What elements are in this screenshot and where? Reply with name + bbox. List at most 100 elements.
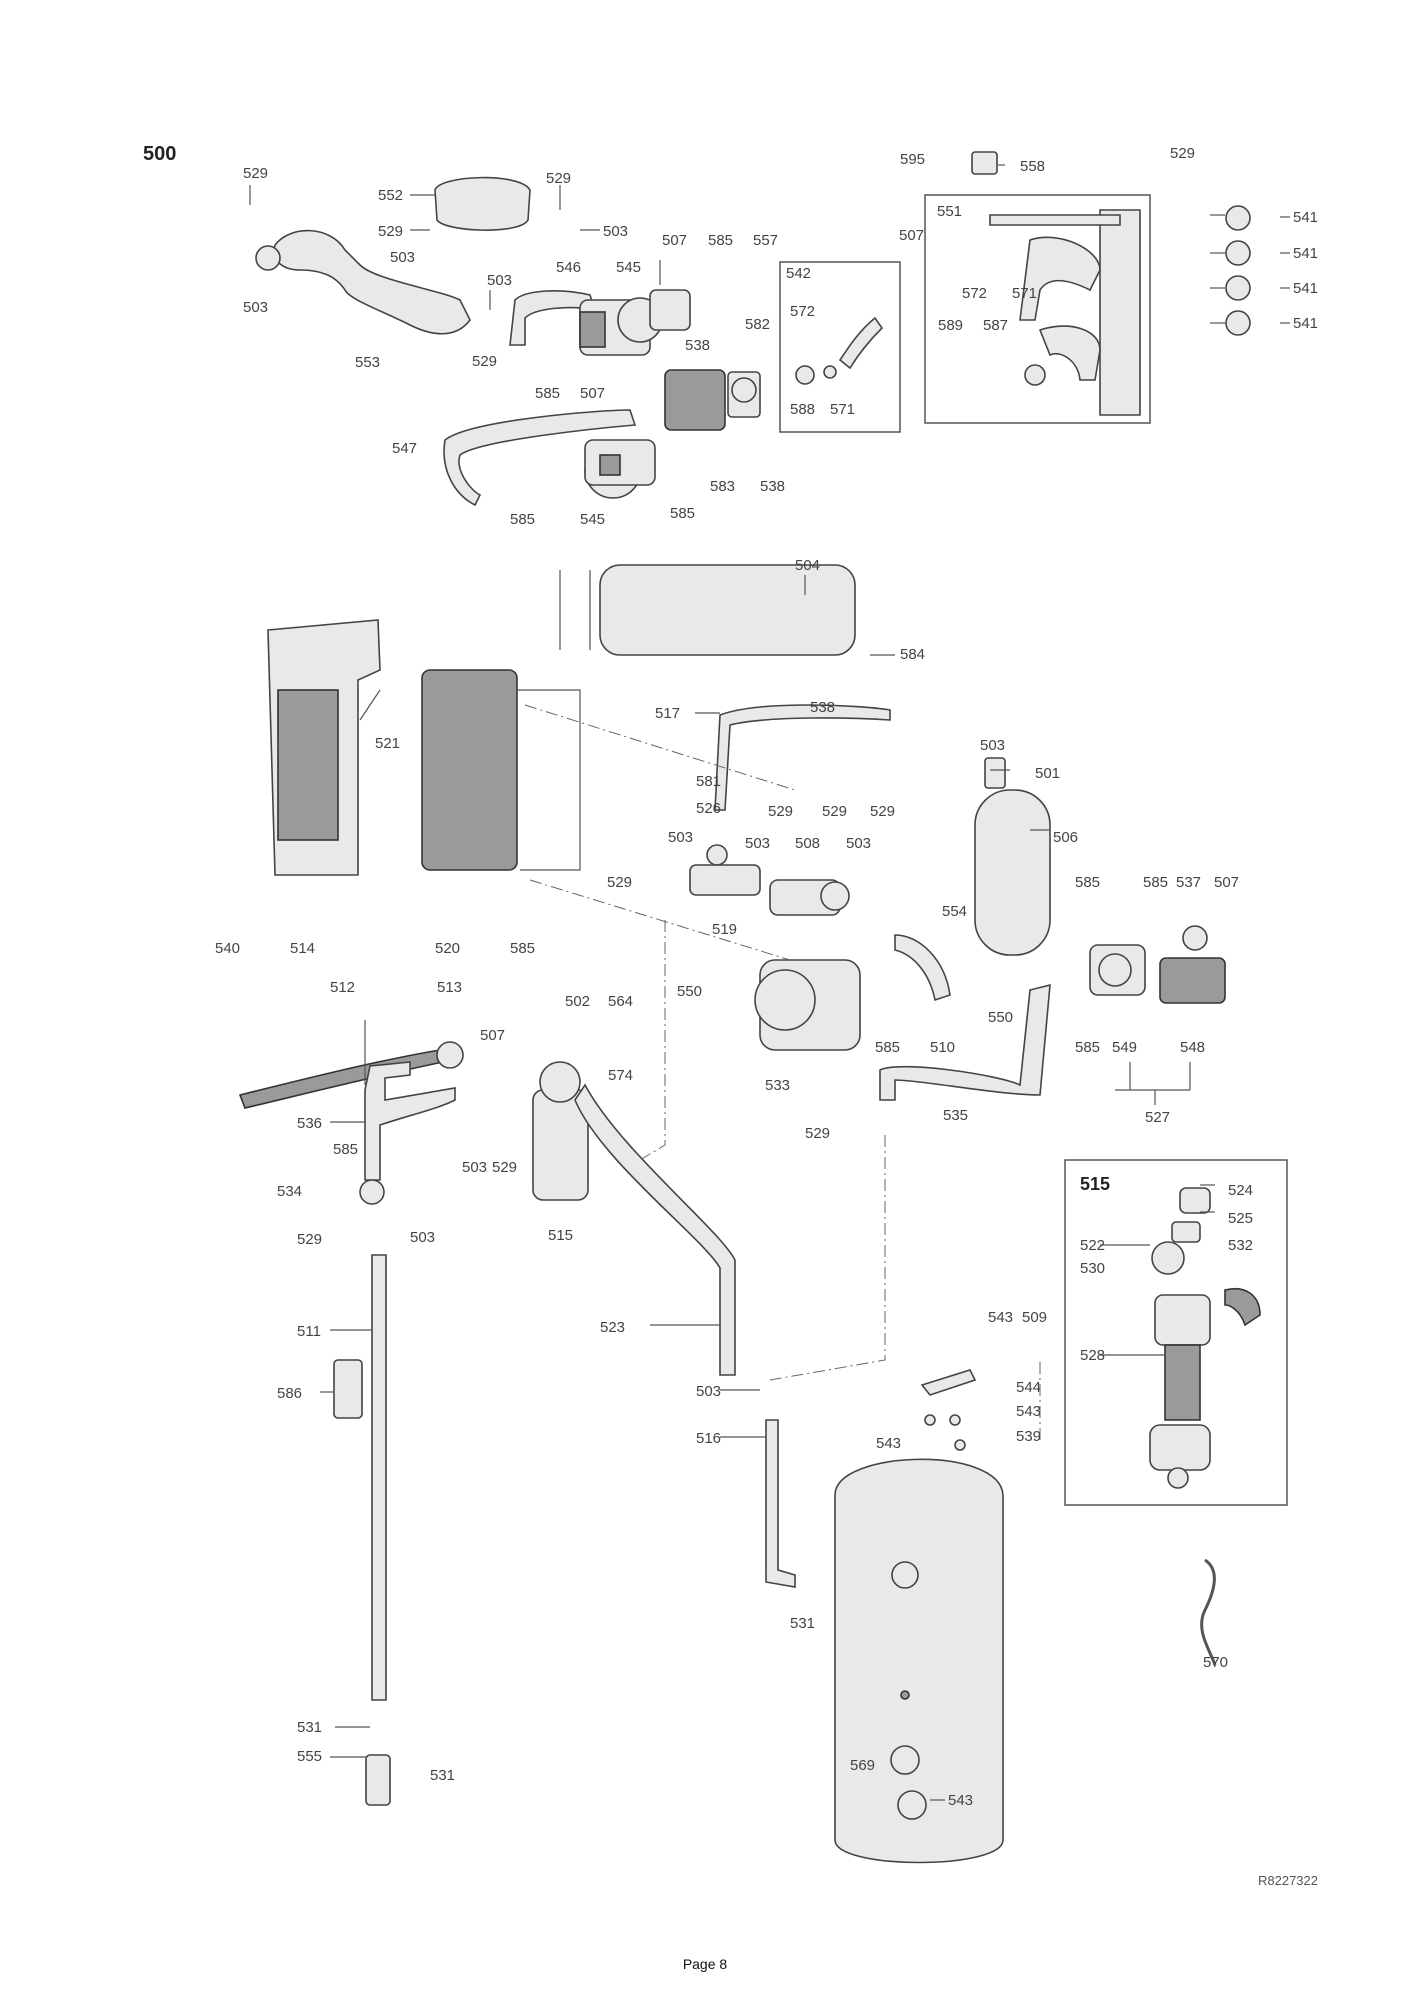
callout-515: 515 — [548, 1227, 573, 1244]
inset-box-551 — [924, 194, 1151, 424]
callout-514: 514 — [290, 940, 315, 957]
callout-513: 513 — [437, 979, 462, 996]
callout-527: 527 — [1145, 1109, 1170, 1126]
callout-543: 543 — [1016, 1403, 1041, 1420]
callout-labels: 529 552 529 529 503 503 503 553 503 529 … — [215, 145, 1318, 1809]
inset-box-515 — [1064, 1159, 1288, 1506]
callout-501: 501 — [1035, 765, 1060, 782]
callout-547: 547 — [392, 440, 417, 457]
callout-529: 529 — [297, 1231, 322, 1248]
callout-531: 531 — [790, 1615, 815, 1632]
callout-537: 537 — [1176, 874, 1201, 891]
callout-541: 541 — [1293, 315, 1318, 332]
callout-543: 543 — [948, 1792, 973, 1809]
callout-522: 522 — [1080, 1237, 1105, 1254]
callout-538: 538 — [760, 478, 785, 495]
callout-543: 543 — [988, 1309, 1013, 1326]
callout-533: 533 — [765, 1077, 790, 1094]
fitting-558 — [971, 151, 998, 175]
storage-cylinder — [834, 1458, 1004, 1864]
callout-535: 535 — [943, 1107, 968, 1124]
callout-546: 546 — [556, 259, 581, 276]
pipe-553 — [255, 229, 471, 335]
callout-503: 503 — [668, 829, 693, 846]
callout-526: 526 — [696, 800, 721, 817]
callout-516: 516 — [696, 1430, 721, 1447]
callout-588: 588 — [790, 401, 815, 418]
callout-512: 512 — [330, 979, 355, 996]
callout-582: 582 — [745, 316, 770, 333]
fitting-508 — [769, 879, 850, 916]
callout-508: 508 — [795, 835, 820, 852]
callout-503: 503 — [980, 737, 1005, 754]
callout-532: 532 — [1228, 1237, 1253, 1254]
callout-538: 538 — [685, 337, 710, 354]
callout-554: 554 — [942, 903, 967, 920]
callout-550: 550 — [988, 1009, 1013, 1026]
pipe-523 — [574, 1083, 736, 1376]
pipe-552 — [434, 176, 531, 231]
callout-529: 529 — [805, 1125, 830, 1142]
callout-503: 503 — [745, 835, 770, 852]
callout-571: 571 — [830, 401, 855, 418]
callout-587: 587 — [983, 317, 1008, 334]
filter-515-exploded — [1149, 1187, 1261, 1489]
callout-585: 585 — [1075, 1039, 1100, 1056]
callout-529: 529 — [378, 223, 403, 240]
callout-509: 509 — [1022, 1309, 1047, 1326]
callout-503: 503 — [243, 299, 268, 316]
callout-528: 528 — [1080, 1347, 1105, 1364]
callout-531: 531 — [430, 1767, 455, 1784]
callout-529: 529 — [492, 1159, 517, 1176]
dash-line-a — [524, 704, 796, 791]
callout-536: 536 — [297, 1115, 322, 1132]
callout-503: 503 — [603, 223, 628, 240]
callout-585: 585 — [875, 1039, 900, 1056]
callout-539: 539 — [1016, 1428, 1041, 1445]
callout-572: 572 — [790, 303, 815, 320]
callout-543: 543 — [876, 1435, 901, 1452]
pipe-510 — [894, 934, 951, 1002]
fitting-537 — [1182, 925, 1208, 951]
callout-570: 570 — [1203, 1654, 1228, 1671]
pump-533 — [754, 959, 861, 1051]
callout-541: 541 — [1293, 209, 1318, 226]
callout-544: 544 — [1016, 1379, 1041, 1396]
callout-507: 507 — [580, 385, 605, 402]
callout-574: 574 — [608, 1067, 633, 1084]
callout-529: 529 — [243, 165, 268, 182]
callout-521: 521 — [375, 735, 400, 752]
callout-555: 555 — [297, 1748, 322, 1765]
callout-520: 520 — [435, 940, 460, 957]
callout-550: 550 — [677, 983, 702, 1000]
callout-541: 541 — [1293, 245, 1318, 262]
callout-541: 541 — [1293, 280, 1318, 297]
actuator-548 — [1159, 957, 1226, 1004]
plate-heat-exchanger-520 — [421, 669, 581, 871]
callout-529: 529 — [1170, 145, 1195, 162]
callout-506: 506 — [1053, 829, 1078, 846]
callout-589: 589 — [938, 317, 963, 334]
callout-557: 557 — [753, 232, 778, 249]
callout-529: 529 — [546, 170, 571, 187]
callout-585: 585 — [708, 232, 733, 249]
page-number: Page 8 — [682, 1956, 728, 1972]
callout-529: 529 — [768, 803, 793, 820]
pipe-535 — [879, 983, 1051, 1101]
callout-510: 510 — [930, 1039, 955, 1056]
pipe-516 — [765, 1419, 796, 1588]
callout-583: 583 — [710, 478, 735, 495]
callout-503: 503 — [487, 272, 512, 289]
cylinder-506 — [974, 757, 1051, 956]
callout-549: 549 — [1112, 1039, 1137, 1056]
actuator-583 — [664, 369, 726, 431]
callout-545: 545 — [580, 511, 605, 528]
callout-534: 534 — [277, 1183, 302, 1200]
rear-panel-514 — [267, 619, 381, 876]
drawing-reference-code: R8227322 — [1258, 1873, 1318, 1888]
callout-503: 503 — [462, 1159, 487, 1176]
callout-540: 540 — [215, 940, 240, 957]
callout-585: 585 — [510, 940, 535, 957]
fittings-543-544 — [920, 1369, 977, 1451]
